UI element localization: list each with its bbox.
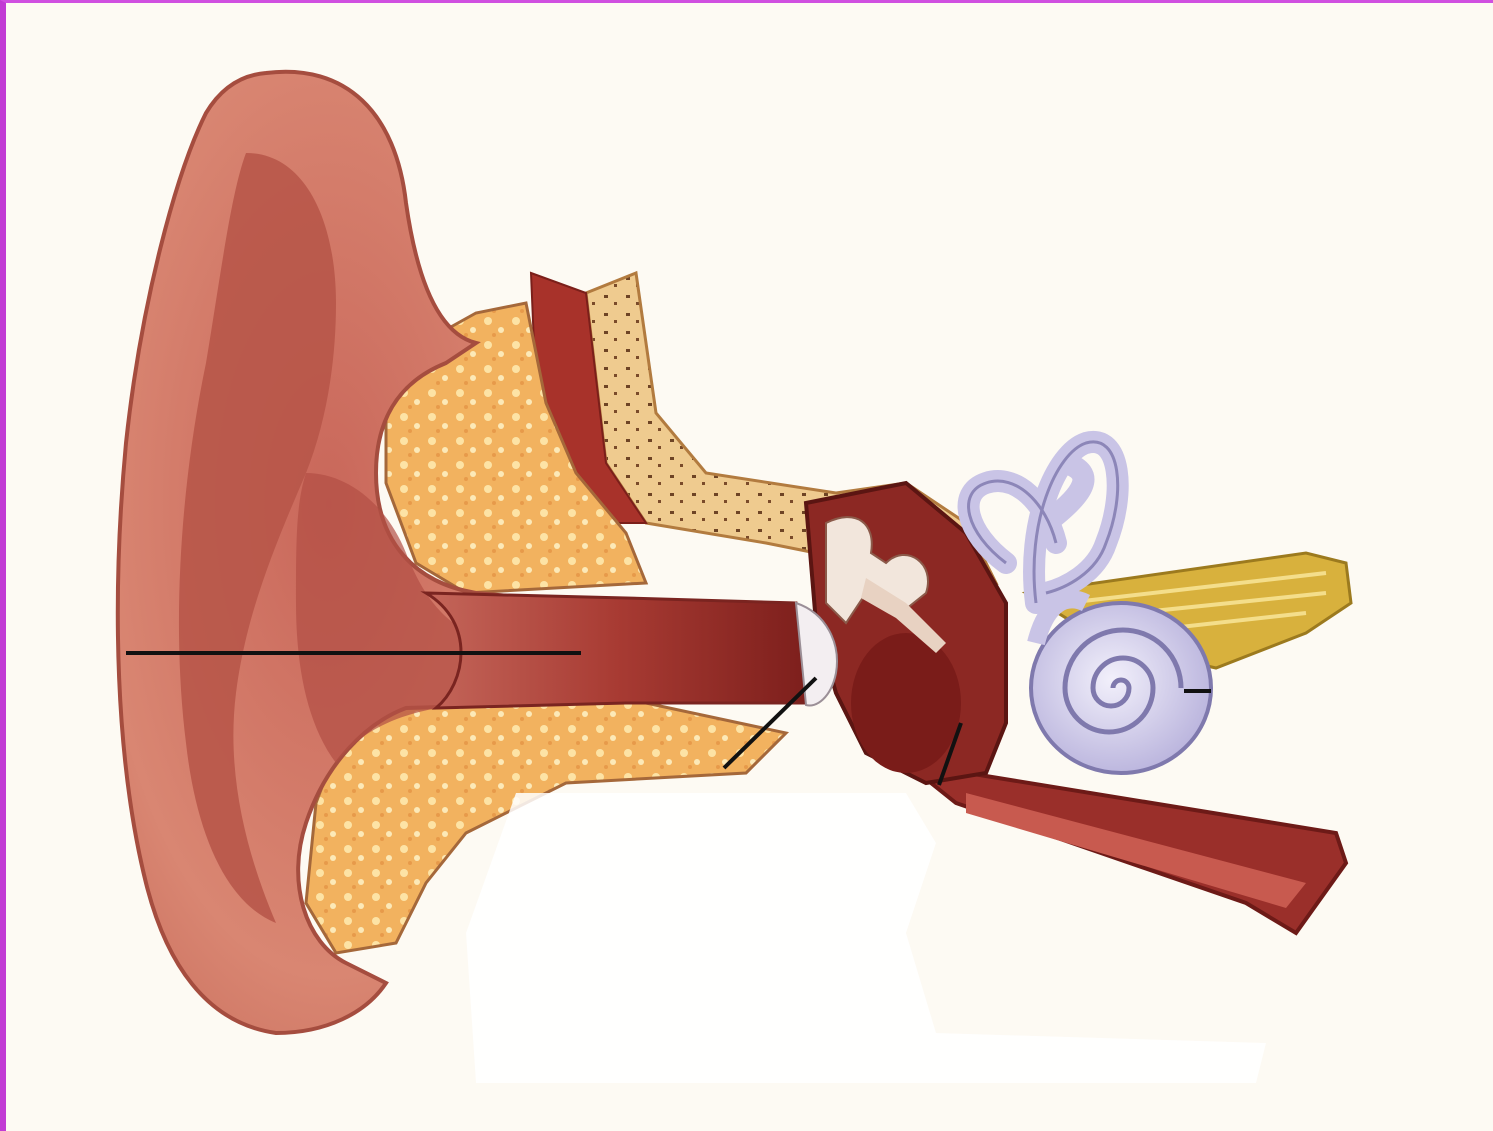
ear-canal bbox=[426, 593, 806, 708]
ear-anatomy-diagram bbox=[6, 3, 1493, 1131]
middle-ear-chamber bbox=[851, 633, 961, 773]
cochlea bbox=[1031, 599, 1211, 773]
